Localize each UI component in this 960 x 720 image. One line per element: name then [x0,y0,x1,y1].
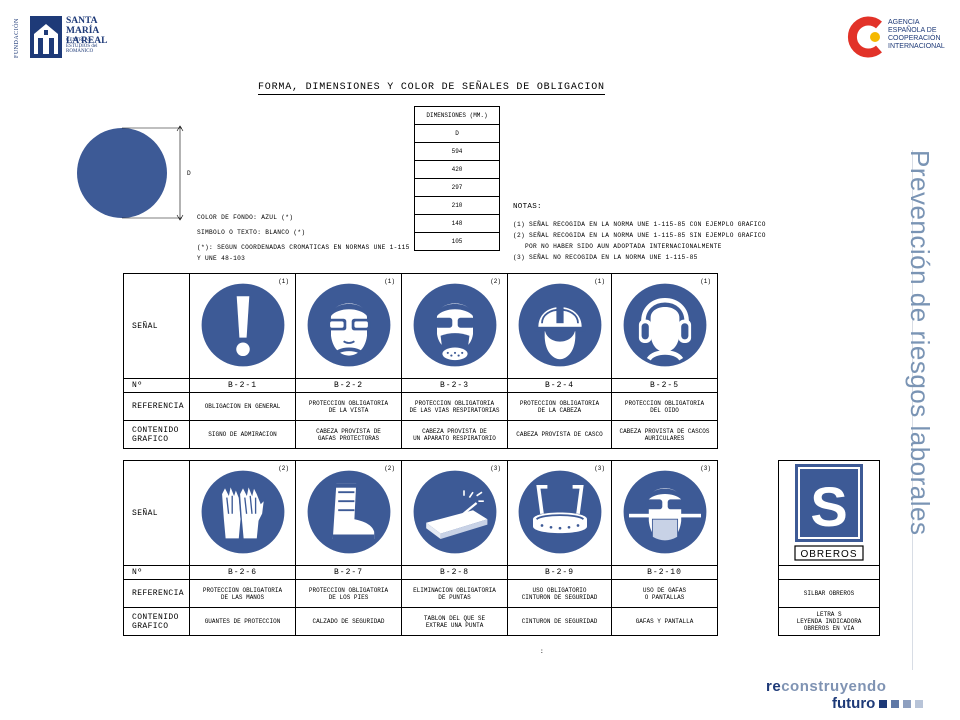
signs-table-2: SEÑAL (2) (2) (3) (3) (3) Nº B-2-6 B-2-7… [123,460,718,636]
sign-cell: (2) [295,460,402,566]
sign-cell: (1) [295,273,402,379]
row-label-referencia: REFERENCIA [123,579,190,608]
ear-protection-icon [623,283,706,367]
sign-cell: (2) [401,273,508,379]
sign-cell: (1) [507,273,612,379]
row-label-numero: Nº [123,565,190,580]
note-1: (1) SEÑAL RECOGIDA EN LA NORMA UNE 1-115… [513,221,766,228]
obreros-reference: SILBAR OBREROS [778,579,880,608]
row-label-numero: Nº [123,378,190,393]
gloves-icon [201,470,284,554]
content-cell: CALZADO DE SEGURIDAD [295,607,402,636]
brand-square-icon [915,700,924,708]
content-cell: GAFAS Y PANTALLA [611,607,718,636]
sign-cell: (3) [611,460,718,566]
obreros-sign-cell: S OBREROS [778,460,880,566]
content-cell: GUANTES DE PROTECCION [189,607,296,636]
note-3: (3) SEÑAL NO RECOGIDA EN LA NORMA UNE 1-… [513,254,698,261]
fundacion-subtitle: CENTRO de ESTUDIOS del ROMÁNICO [66,38,98,54]
fundacion-label: FUNDACIÓN [14,18,20,58]
sign-cell: (3) [401,460,508,566]
brand-square-icon [879,700,888,708]
aeci-name: AGENCIA ESPAÑOLA DE COOPERACIÓN INTERNAC… [888,19,945,50]
background-color-note: COLOR DE FONDO: AZUL (*) [197,214,294,221]
row-label-senal: SEÑAL [123,273,190,379]
row-label-referencia: REFERENCIA [123,392,190,421]
obreros-caption: OBREROS [800,549,857,560]
sign-cell: (1) [189,273,296,379]
sign-cell: (2) [189,460,296,566]
chromatic-footnote: (*): SEGUN COORDENADAS CROMATICAS EN NOR… [197,244,410,251]
fundacion-logo: FUNDACIÓN SANTA MARÍA LA REAL CENTRO de … [14,14,124,62]
signs-table-1: SEÑAL (1) (1) (2) (1) (1) Nº B-2-1 B-2-2… [123,273,718,449]
blue-circle-shape [77,128,167,218]
note-2: (2) SEÑAL RECOGIDA EN LA NORMA UNE 1-115… [513,232,766,239]
aeci-c-logo-icon [847,16,882,58]
safety-glasses-icon [307,283,390,367]
safety-belt-icon [518,470,601,554]
note-2-cont: POR NO HABER SIDO AUN ADOPTADA INTERNACI… [525,243,722,250]
brand-line-1: reconstruyendo [766,678,887,695]
nail-plank-icon [413,470,496,554]
document-title: FORMA, DIMENSIONES Y COLOR DE SEÑALES DE… [258,82,605,95]
content-cell: CINTURON DE SEGURIDAD [507,607,612,636]
sign-cell: (3) [507,460,612,566]
fundacion-name: SANTA MARÍA LA REAL [66,16,108,46]
building-logo-icon [30,16,62,58]
content-cell: SIGNO DE ADMIRACION [189,420,296,449]
notes-title: NOTAS: [513,203,542,211]
sign-cell: (1) [611,273,718,379]
row-label-senal: SEÑAL [123,460,190,566]
circle-dimension-drawing [77,125,184,221]
side-title: Prevención de riesgos laborales [905,150,935,536]
dimension-label: D [187,170,192,177]
brand-line-2: futuro [832,695,924,712]
chromatic-footnote-2: Y UNE 48-103 [197,255,246,262]
brand-square-icon [903,700,912,708]
brand-square-icon [891,700,900,708]
symbol-color-note: SIMBOLO O TEXTO: BLANCO (*) [197,229,306,236]
reconstruyendo-futuro-brand: reconstruyendo futuro [766,678,924,712]
boot-icon [307,470,390,554]
obreros-letter: S [810,475,847,538]
obreros-number-cell [778,565,880,580]
side-divider [912,150,913,670]
respirator-icon [413,283,496,367]
dimensions-header: DIMENSIONES (mm.) [414,106,500,125]
aeci-logo: AGENCIA ESPAÑOLA DE COOPERACIÓN INTERNAC… [846,16,956,60]
obreros-s-sign-icon: S OBREROS [794,464,864,561]
face-shield-icon [623,470,706,554]
page-mark: : [540,648,545,655]
exclamation-icon [201,283,284,367]
reference-cell: OBLIGACION EN GENERAL [189,392,296,421]
hard-hat-icon [518,283,601,367]
content-cell: CABEZA PROVISTA DE CASCO [507,420,612,449]
dimensions-table: DIMENSIONES (mm.) D 594 420 297 210 148 … [414,106,500,251]
